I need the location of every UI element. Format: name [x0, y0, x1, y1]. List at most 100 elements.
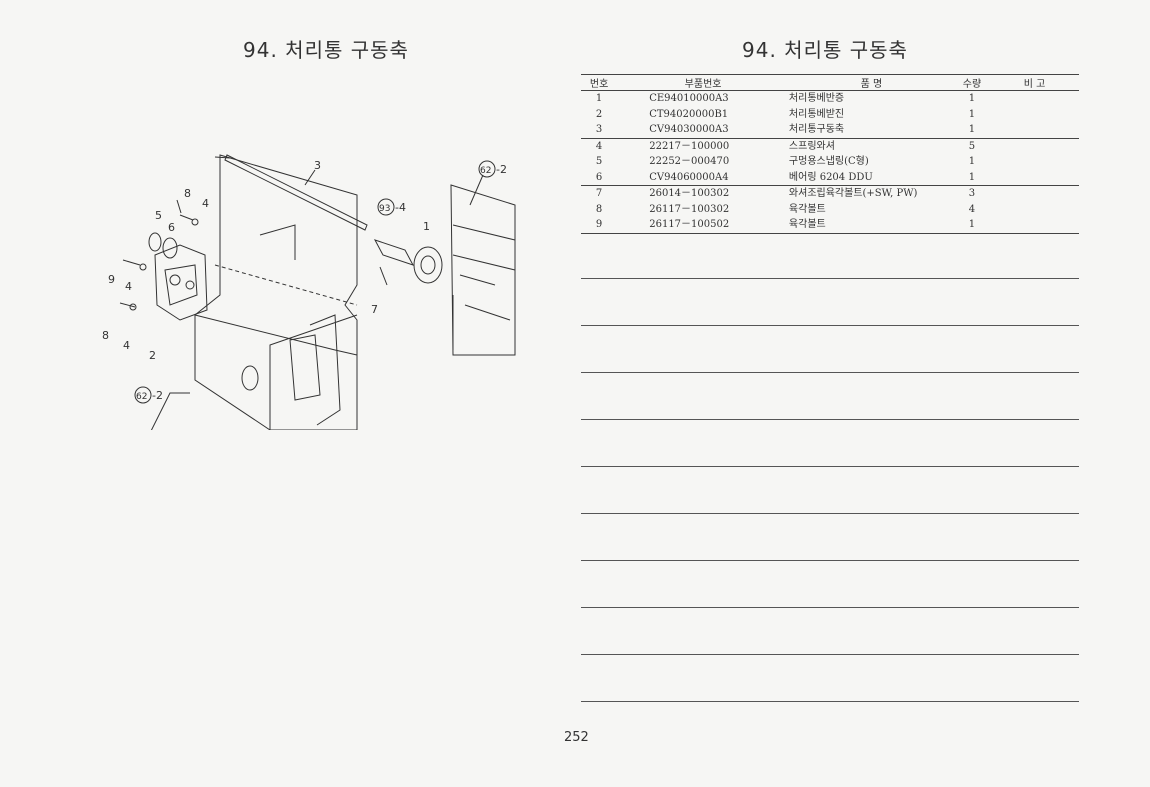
blank-entry-line — [581, 325, 1079, 326]
cell-note — [990, 107, 1079, 123]
table-row: 9 26117－100502 육각볼트 1 — [581, 217, 1079, 234]
cell-note — [990, 137, 1079, 154]
callout-3: 3 — [314, 159, 321, 172]
cell-name: 스프링와셔 — [788, 137, 954, 154]
blank-entry-line — [581, 278, 1079, 279]
cell-part: CV94030000A3 — [649, 124, 729, 135]
table-row: 2 CT94020000B1 처리통베받진 1 — [581, 107, 1079, 123]
cell-qty: 1 — [968, 171, 976, 183]
cell-qty: 4 — [968, 203, 976, 215]
callout-9: 9 — [108, 273, 115, 286]
blank-entry-line — [581, 607, 1079, 608]
callout-5: 5 — [155, 209, 162, 222]
right-page-title: 94. 처리통 구동축 — [742, 38, 908, 62]
callout-circle-62-bottom — [134, 386, 152, 404]
callout-93: 93 — [379, 204, 390, 214]
table-header-row: 번호 부품번호 품 명 수량 비 고 — [581, 74, 1079, 91]
cell-part: 26014－100302 — [617, 185, 789, 202]
blank-entry-line — [581, 654, 1079, 655]
cell-part: 26117－100302 — [649, 203, 730, 215]
cell-no: 5 — [595, 156, 603, 167]
cell-part: 26117－100502 — [617, 217, 789, 234]
cell-note — [990, 217, 1079, 234]
header-part-name: 품 명 — [788, 74, 954, 91]
right-frame — [450, 184, 516, 356]
blank-entry-line — [581, 701, 1079, 702]
callout-62-bottom: 62 — [136, 392, 147, 402]
cell-name: 육각볼트 — [788, 217, 954, 234]
header-no: 번호 — [581, 74, 618, 91]
callout-6: 6 — [168, 221, 175, 234]
cell-qty: 3 — [953, 185, 991, 202]
callout-4-bottom: 4 — [123, 339, 130, 352]
table-row: 6 CV94060000A4 베어링 6204 DDU 1 — [581, 170, 1079, 186]
cell-no: 3 — [595, 124, 603, 135]
cell-name: 구멍용스냅링(C형) — [788, 156, 869, 167]
cell-note — [990, 202, 1079, 218]
blank-entry-line — [581, 372, 1079, 373]
callout-4-mid: 4 — [125, 280, 132, 293]
cell-part: CE94010000A3 — [649, 93, 729, 104]
cell-qty: 5 — [953, 137, 991, 154]
callout-62-top-suffix: -2 — [496, 163, 507, 176]
table-row: 8 26117－100302 육각볼트 4 — [581, 202, 1079, 218]
cell-no: 2 — [595, 108, 603, 120]
callout-circle-62-top — [478, 160, 496, 178]
cell-note — [990, 122, 1079, 138]
callout-circle-93 — [377, 198, 395, 216]
callout-93-suffix: -4 — [395, 201, 406, 214]
cell-name: 처리통베받진 — [788, 108, 845, 120]
callout-4-top: 4 — [202, 197, 209, 210]
drive-shaft — [224, 154, 368, 231]
cell-name: 처리통구동축 — [788, 124, 845, 135]
flange-bearing — [413, 246, 443, 284]
cell-part: 22252－000470 — [649, 156, 730, 167]
cell-note — [990, 91, 1079, 107]
left-page-title: 94. 처리통 구동축 — [243, 38, 409, 62]
cell-no: 9 — [581, 217, 618, 234]
cell-name: 육각볼트 — [788, 203, 826, 215]
cell-name: 처리통베반증 — [788, 93, 845, 104]
callout-2: 2 — [149, 349, 156, 362]
cell-no: 6 — [595, 171, 603, 183]
cell-no: 8 — [595, 203, 603, 215]
callout-7: 7 — [371, 303, 378, 316]
table-row: 5 22252－000470 구멍용스냅링(C형) 1 — [581, 154, 1079, 170]
cell-no: 1 — [595, 93, 603, 104]
cell-name: 와셔조립육각볼트(+SW, PW) — [788, 185, 954, 202]
cell-qty: 1 — [968, 93, 976, 104]
table-row: 7 26014－100302 와셔조립육각볼트(+SW, PW) 3 — [581, 185, 1079, 202]
cell-part: CV94060000A4 — [649, 171, 729, 183]
page-number: 252 — [564, 730, 589, 745]
exploded-parts-diagram: 3 62 -2 8 4 5 6 93 -4 1 9 4 7 8 4 2 62 -… — [95, 145, 535, 434]
table-row: 1 CE94010000A3 처리통베반증 1 — [581, 91, 1079, 107]
cell-qty: 1 — [968, 108, 976, 120]
blank-entry-line — [581, 560, 1079, 561]
callout-8-top: 8 — [184, 187, 191, 200]
table-row: 4 22217－100000 스프링와셔 5 — [581, 137, 1079, 154]
callout-1: 1 — [423, 220, 430, 233]
cell-part: 22217－100000 — [617, 137, 789, 154]
parts-table: 번호 부품번호 품 명 수량 비 고 1 CE94010000A3 처리통베반증… — [581, 74, 1079, 234]
callout-62-top: 62 — [480, 166, 491, 176]
header-remarks: 비 고 — [990, 74, 1079, 91]
blank-entry-line — [581, 513, 1079, 514]
header-part-number: 부품번호 — [617, 74, 789, 91]
housing-panel — [194, 154, 358, 431]
cell-name: 베어링 6204 DDU — [788, 171, 873, 183]
bracket-part — [154, 244, 208, 321]
header-quantity: 수량 — [953, 74, 991, 91]
cell-part: CT94020000B1 — [649, 108, 729, 120]
blank-entry-line — [581, 419, 1079, 420]
cell-no: 7 — [581, 185, 618, 202]
cell-qty: 1 — [968, 124, 976, 135]
cell-note — [990, 154, 1079, 170]
cell-no: 4 — [581, 137, 618, 154]
cell-note — [990, 170, 1079, 186]
cell-qty: 1 — [953, 217, 991, 234]
callout-62-bottom-suffix: -2 — [152, 389, 163, 402]
blank-entry-line — [581, 466, 1079, 467]
cell-note — [990, 185, 1079, 202]
coupling-sleeve — [373, 239, 415, 266]
cell-qty: 1 — [968, 156, 976, 167]
